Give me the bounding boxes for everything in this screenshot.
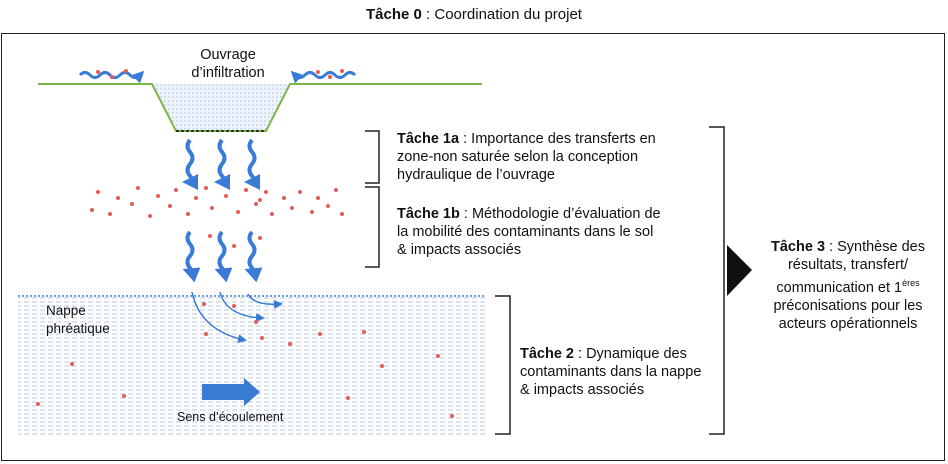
infiltration-basin — [152, 84, 290, 131]
bracket-task-1b — [365, 186, 380, 268]
task-1b-text: Tâche 1b : Méthodologie d’évaluation de … — [397, 206, 661, 258]
soil-contaminants — [90, 186, 344, 248]
task-3-text: Tâche 3 : Synthèse des résultats, transf… — [771, 239, 925, 332]
bracket-task-3 — [709, 126, 725, 435]
runoff-arrow-left — [78, 69, 145, 84]
task-1a-text: Tâche 1a : Importance des transferts en … — [397, 131, 656, 183]
project-frame — [1, 33, 945, 461]
runoff-arrow-right — [290, 69, 357, 84]
nappe-label: Nappe phréatique — [46, 303, 110, 336]
groundwater-contaminants — [36, 302, 454, 418]
infiltration-arrows-upper — [182, 138, 261, 190]
bracket-task-1a — [365, 130, 380, 184]
bracket-task-2 — [495, 295, 511, 435]
flow-direction-label: Sens d’écoulement — [177, 410, 284, 424]
groundwater-zone — [18, 295, 486, 435]
diagram-title: Tâche 0 : Coordination du projet — [366, 6, 582, 23]
task-3-pointer — [727, 245, 752, 296]
task-2-text: Tâche 2 : Dynamique des contaminants dan… — [520, 346, 702, 398]
plume-arrows — [191, 291, 283, 344]
ouvrage-label: Ouvrage d’infiltration — [191, 47, 265, 81]
flow-direction-arrow — [202, 378, 260, 406]
infiltration-arrows-lower — [182, 230, 263, 283]
